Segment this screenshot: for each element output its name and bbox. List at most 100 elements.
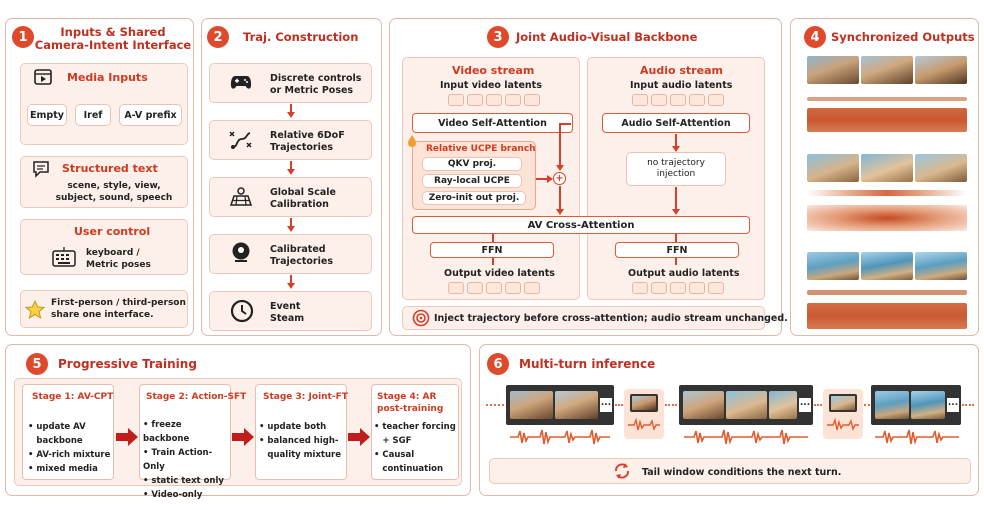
- map-scale-icon: [229, 187, 253, 206]
- video-frame-2b: [861, 154, 913, 182]
- audio-self-attention: Audio Self-Attention: [602, 113, 750, 133]
- injection-note-text: Inject trajectory before cross-attention…: [434, 313, 788, 324]
- video-self-attention: Video Self-Attention: [412, 113, 573, 133]
- video-frame-3a: [807, 252, 859, 280]
- trajectory-icon: [229, 131, 252, 149]
- panel-5-title: Progressive Training: [58, 357, 197, 371]
- clock-icon: [230, 299, 254, 323]
- stage-3: [255, 384, 347, 480]
- zero-init-out-proj: Zero-init out proj.: [422, 191, 526, 205]
- ray-local-ucpe: Ray-local UCPE: [422, 174, 522, 188]
- panel-3-number: 3: [487, 26, 509, 48]
- traj-step-4: [209, 234, 372, 274]
- audio-stream-title: Audio stream: [640, 64, 723, 77]
- waveform-2: [684, 429, 808, 445]
- filmstrip-2-ellipsis: ...: [799, 398, 811, 412]
- location-pin-icon: [232, 242, 250, 262]
- structured-text-title: Structured text: [62, 162, 158, 175]
- output-video-latents-label: Output video latents: [444, 268, 555, 279]
- flame-icon: [408, 135, 416, 147]
- waveform-3: [875, 429, 959, 445]
- panel-2-title: Traj. Construction: [243, 30, 359, 44]
- stage-4: [371, 384, 459, 480]
- video-stream-title: Video stream: [452, 64, 535, 77]
- star-icon: [25, 300, 45, 320]
- stage-2-title: Stage 2: Action-SFT: [146, 392, 247, 402]
- traj-step-3: [209, 177, 372, 217]
- video-frame-3c: [915, 252, 967, 280]
- video-frame-1c: [915, 56, 967, 84]
- tail-window-note-text: Tail window conditions the next turn.: [642, 467, 842, 478]
- traj-step-2: [209, 120, 372, 160]
- stage-1-items: • update AV backbone • AV-rich mixture •…: [28, 422, 111, 474]
- target-icon: [412, 309, 430, 327]
- media-option-iref: Iref: [75, 104, 111, 126]
- audio-spectrogram-3: [807, 190, 967, 196]
- video-frame-1b: [861, 56, 913, 84]
- media-inputs-title: Media Inputs: [67, 71, 148, 84]
- stage-arrow-2: [232, 428, 254, 446]
- panel-5-number: 5: [26, 353, 48, 375]
- av-cross-attention: AV Cross-Attention: [412, 216, 750, 234]
- chat-bubble-icon: [33, 161, 49, 178]
- waveform-1: [510, 429, 610, 445]
- input-video-latents-label: Input video latents: [440, 80, 542, 91]
- user-control-title: User control: [74, 225, 151, 238]
- ffn-video: FFN: [430, 242, 554, 258]
- injection-note-box: [402, 306, 765, 330]
- panel-2-number: 2: [207, 26, 229, 48]
- panel-3-title: Joint Audio-Visual Backbone: [516, 30, 698, 44]
- stage-4-items: • teacher forcing + SGF • Causal continu…: [374, 422, 456, 474]
- panel-6-title: Multi-turn inference: [519, 357, 656, 371]
- stage-3-items: • update both • balanced high-quality mi…: [259, 422, 341, 460]
- stage-2: [139, 384, 231, 480]
- dots-left: [486, 404, 504, 406]
- filmstrip-3-ellipsis: ...: [947, 398, 959, 412]
- tail-window-note-box: [489, 458, 971, 484]
- stage-2-items: • freeze backbone • Train Action-Only • …: [143, 420, 224, 500]
- stage-3-title: Stage 3: Joint-FT: [263, 392, 348, 402]
- panel-6-number: 6: [487, 353, 509, 375]
- audio-spectrogram-4: [807, 205, 967, 231]
- gamepad-icon: [230, 76, 252, 89]
- stage-arrow-3: [348, 428, 370, 446]
- input-audio-latents-label: Input audio latents: [630, 80, 733, 91]
- stage-4-title: Stage 4: AR post-training: [377, 392, 444, 414]
- video-frame-3b: [861, 252, 913, 280]
- stage-arrow-1: [116, 428, 138, 446]
- shared-interface-note: [20, 290, 188, 328]
- ffn-audio: FFN: [615, 242, 739, 258]
- user-control-desc: keyboard /Metric poses: [86, 248, 151, 270]
- panel-4-number: 4: [804, 26, 826, 48]
- video-frame-2c: [915, 154, 967, 182]
- audio-spectrogram-6: [807, 303, 967, 329]
- audio-spectrogram-5: [807, 290, 967, 295]
- panel-1-number: 1: [12, 26, 34, 48]
- media-option-empty: Empty: [27, 104, 67, 126]
- audio-spectrogram-1: [807, 97, 967, 101]
- output-audio-latents-label: Output audio latents: [628, 268, 740, 279]
- cycle-arrows-icon: [615, 463, 629, 479]
- ucpe-branch-title: Relative UCPE branch: [426, 144, 536, 154]
- media-option-av-prefix: A-V prefix: [119, 104, 182, 126]
- video-frame-1a: [807, 56, 859, 84]
- filmstrip-1-ellipsis: ...: [600, 398, 612, 412]
- panel-4-title: Synchronized Outputs: [831, 30, 975, 44]
- traj-step-5: [209, 291, 372, 331]
- plus-node: +: [553, 172, 566, 185]
- media-player-icon: [34, 69, 52, 85]
- structured-text-desc: scene, style, view,subject, sound, speec…: [55, 181, 173, 203]
- audio-spectrogram-2: [807, 108, 967, 132]
- keyboard-icon: [52, 247, 76, 267]
- stage-1: [22, 384, 114, 480]
- qkv-proj: QKV proj.: [422, 157, 522, 171]
- stage-1-title: Stage 1: AV-CPT: [32, 392, 114, 402]
